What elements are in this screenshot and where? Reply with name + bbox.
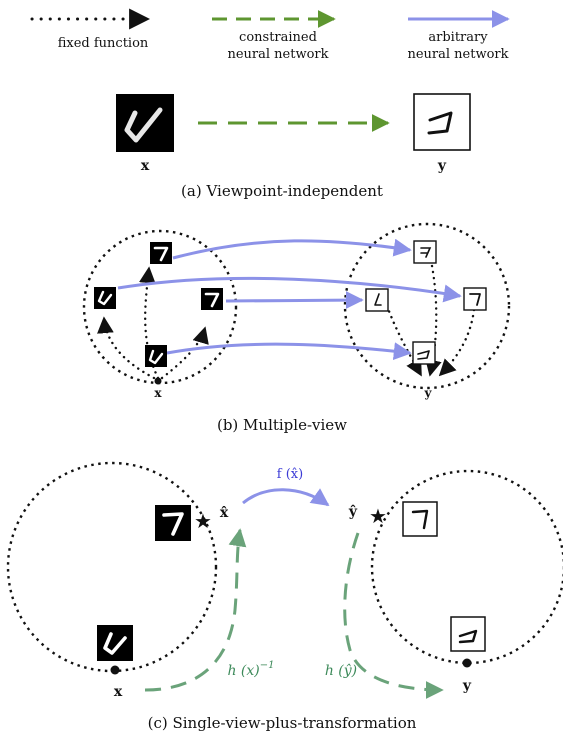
panel-c-hy-label: h (ŷ) bbox=[325, 662, 357, 679]
panel-c-xhat-star-icon: ★ bbox=[194, 509, 212, 533]
legend-constrained-label-1: constrained bbox=[239, 30, 317, 45]
panel-b-output-image-right bbox=[463, 287, 487, 311]
panel-c-output-image-top bbox=[402, 501, 438, 537]
panel-c-caption: (c) Single-view-plus-transformation bbox=[148, 714, 417, 732]
panel-c-output-image-bottom bbox=[450, 616, 486, 652]
panel-b-input-image-bottom bbox=[145, 345, 167, 367]
panel-c-right-orbit bbox=[370, 469, 563, 665]
panel-a-y-label: y bbox=[437, 158, 447, 174]
panel-b: x y (b) Multiple-view bbox=[82, 222, 511, 434]
panel-b-input-image-top bbox=[148, 240, 174, 266]
panel-c-input-image-bottom bbox=[97, 625, 133, 661]
panel-a-output-image bbox=[413, 93, 471, 151]
legend-arbitrary: arbitrary neural network bbox=[407, 10, 510, 62]
panel-b-output-image-bottom bbox=[412, 341, 436, 365]
legend-fixed-function-label: fixed function bbox=[58, 36, 149, 51]
panel-c-yhat-star-icon: ★ bbox=[369, 504, 387, 528]
panel-c-input-image-top bbox=[155, 505, 191, 541]
panel-c-x-label: x bbox=[114, 684, 123, 700]
panel-a-x-label: x bbox=[141, 158, 150, 174]
panel-b-input-image-left bbox=[94, 287, 116, 309]
panel-c: ★ ★ x̂ ŷ f (x̂) h (x)−1 h (ŷ) x y (c) Si… bbox=[6, 461, 563, 732]
legend-fixed-function: fixed function bbox=[30, 8, 151, 51]
panel-c-y-label: y bbox=[462, 678, 472, 694]
panel-b-caption: (b) Multiple-view bbox=[217, 416, 347, 434]
panel-b-right-orbit bbox=[343, 222, 511, 390]
legend-constrained: constrained neural network bbox=[212, 10, 336, 62]
legend-arbitrary-label-1: arbitrary bbox=[428, 30, 488, 45]
panel-b-output-image-left bbox=[365, 288, 389, 312]
panel-b-y-label: y bbox=[424, 386, 433, 400]
panel-a-caption: (a) Viewpoint-independent bbox=[181, 182, 383, 200]
legend-constrained-label-2: neural network bbox=[227, 47, 328, 62]
legend: fixed function constrained neural networ… bbox=[30, 8, 510, 62]
panel-c-f-label: f (x̂) bbox=[277, 467, 303, 482]
panel-b-input-image-right bbox=[199, 286, 225, 312]
legend-arbitrary-label-2: neural network bbox=[407, 47, 508, 62]
panel-b-output-image-top bbox=[413, 240, 437, 264]
panel-a: x y (a) Viewpoint-independent bbox=[116, 93, 471, 200]
panel-a-input-image bbox=[116, 94, 174, 152]
panel-c-hx-text: h (x) bbox=[227, 663, 259, 679]
panel-c-yhat-label: ŷ bbox=[348, 503, 358, 520]
panel-b-x-label: x bbox=[154, 386, 162, 400]
panel-c-hx-label: h (x)−1 bbox=[227, 660, 274, 679]
panel-c-xhat-label: x̂ bbox=[220, 505, 229, 521]
panel-c-hx-exp: −1 bbox=[260, 660, 275, 671]
